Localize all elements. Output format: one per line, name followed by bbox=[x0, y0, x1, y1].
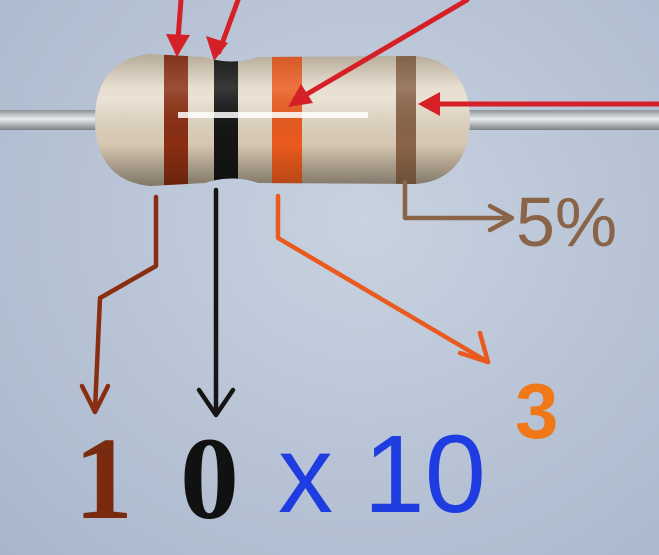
first-digit-value: 1 bbox=[74, 413, 133, 544]
arrowhead-band4-value bbox=[487, 203, 515, 233]
arrowhead-band3-value bbox=[457, 330, 491, 365]
resistor-icon bbox=[95, 54, 470, 186]
body-highlight bbox=[178, 112, 368, 118]
arrowhead-band1 bbox=[166, 34, 190, 57]
arrowhead-band1-value bbox=[79, 383, 111, 415]
tolerance-label: 5% bbox=[516, 183, 618, 261]
second-digit-value: 0 bbox=[180, 413, 239, 544]
arrowhead-band2-value bbox=[196, 387, 236, 418]
pointer-arrow-band3 bbox=[294, 0, 470, 103]
arrowhead-band3 bbox=[288, 84, 313, 107]
right-lead-wire bbox=[455, 110, 659, 130]
leader-line-band3 bbox=[275, 193, 491, 365]
multiplier-exponent: 3 bbox=[515, 367, 559, 455]
leader-line-band1 bbox=[92, 194, 159, 413]
left-lead-wire bbox=[0, 110, 110, 130]
arrowhead-band4 bbox=[418, 92, 440, 116]
arrowhead-band2 bbox=[206, 36, 228, 61]
leader-line-band4 bbox=[402, 179, 513, 221]
multiplier-label: x 10 bbox=[278, 413, 486, 536]
